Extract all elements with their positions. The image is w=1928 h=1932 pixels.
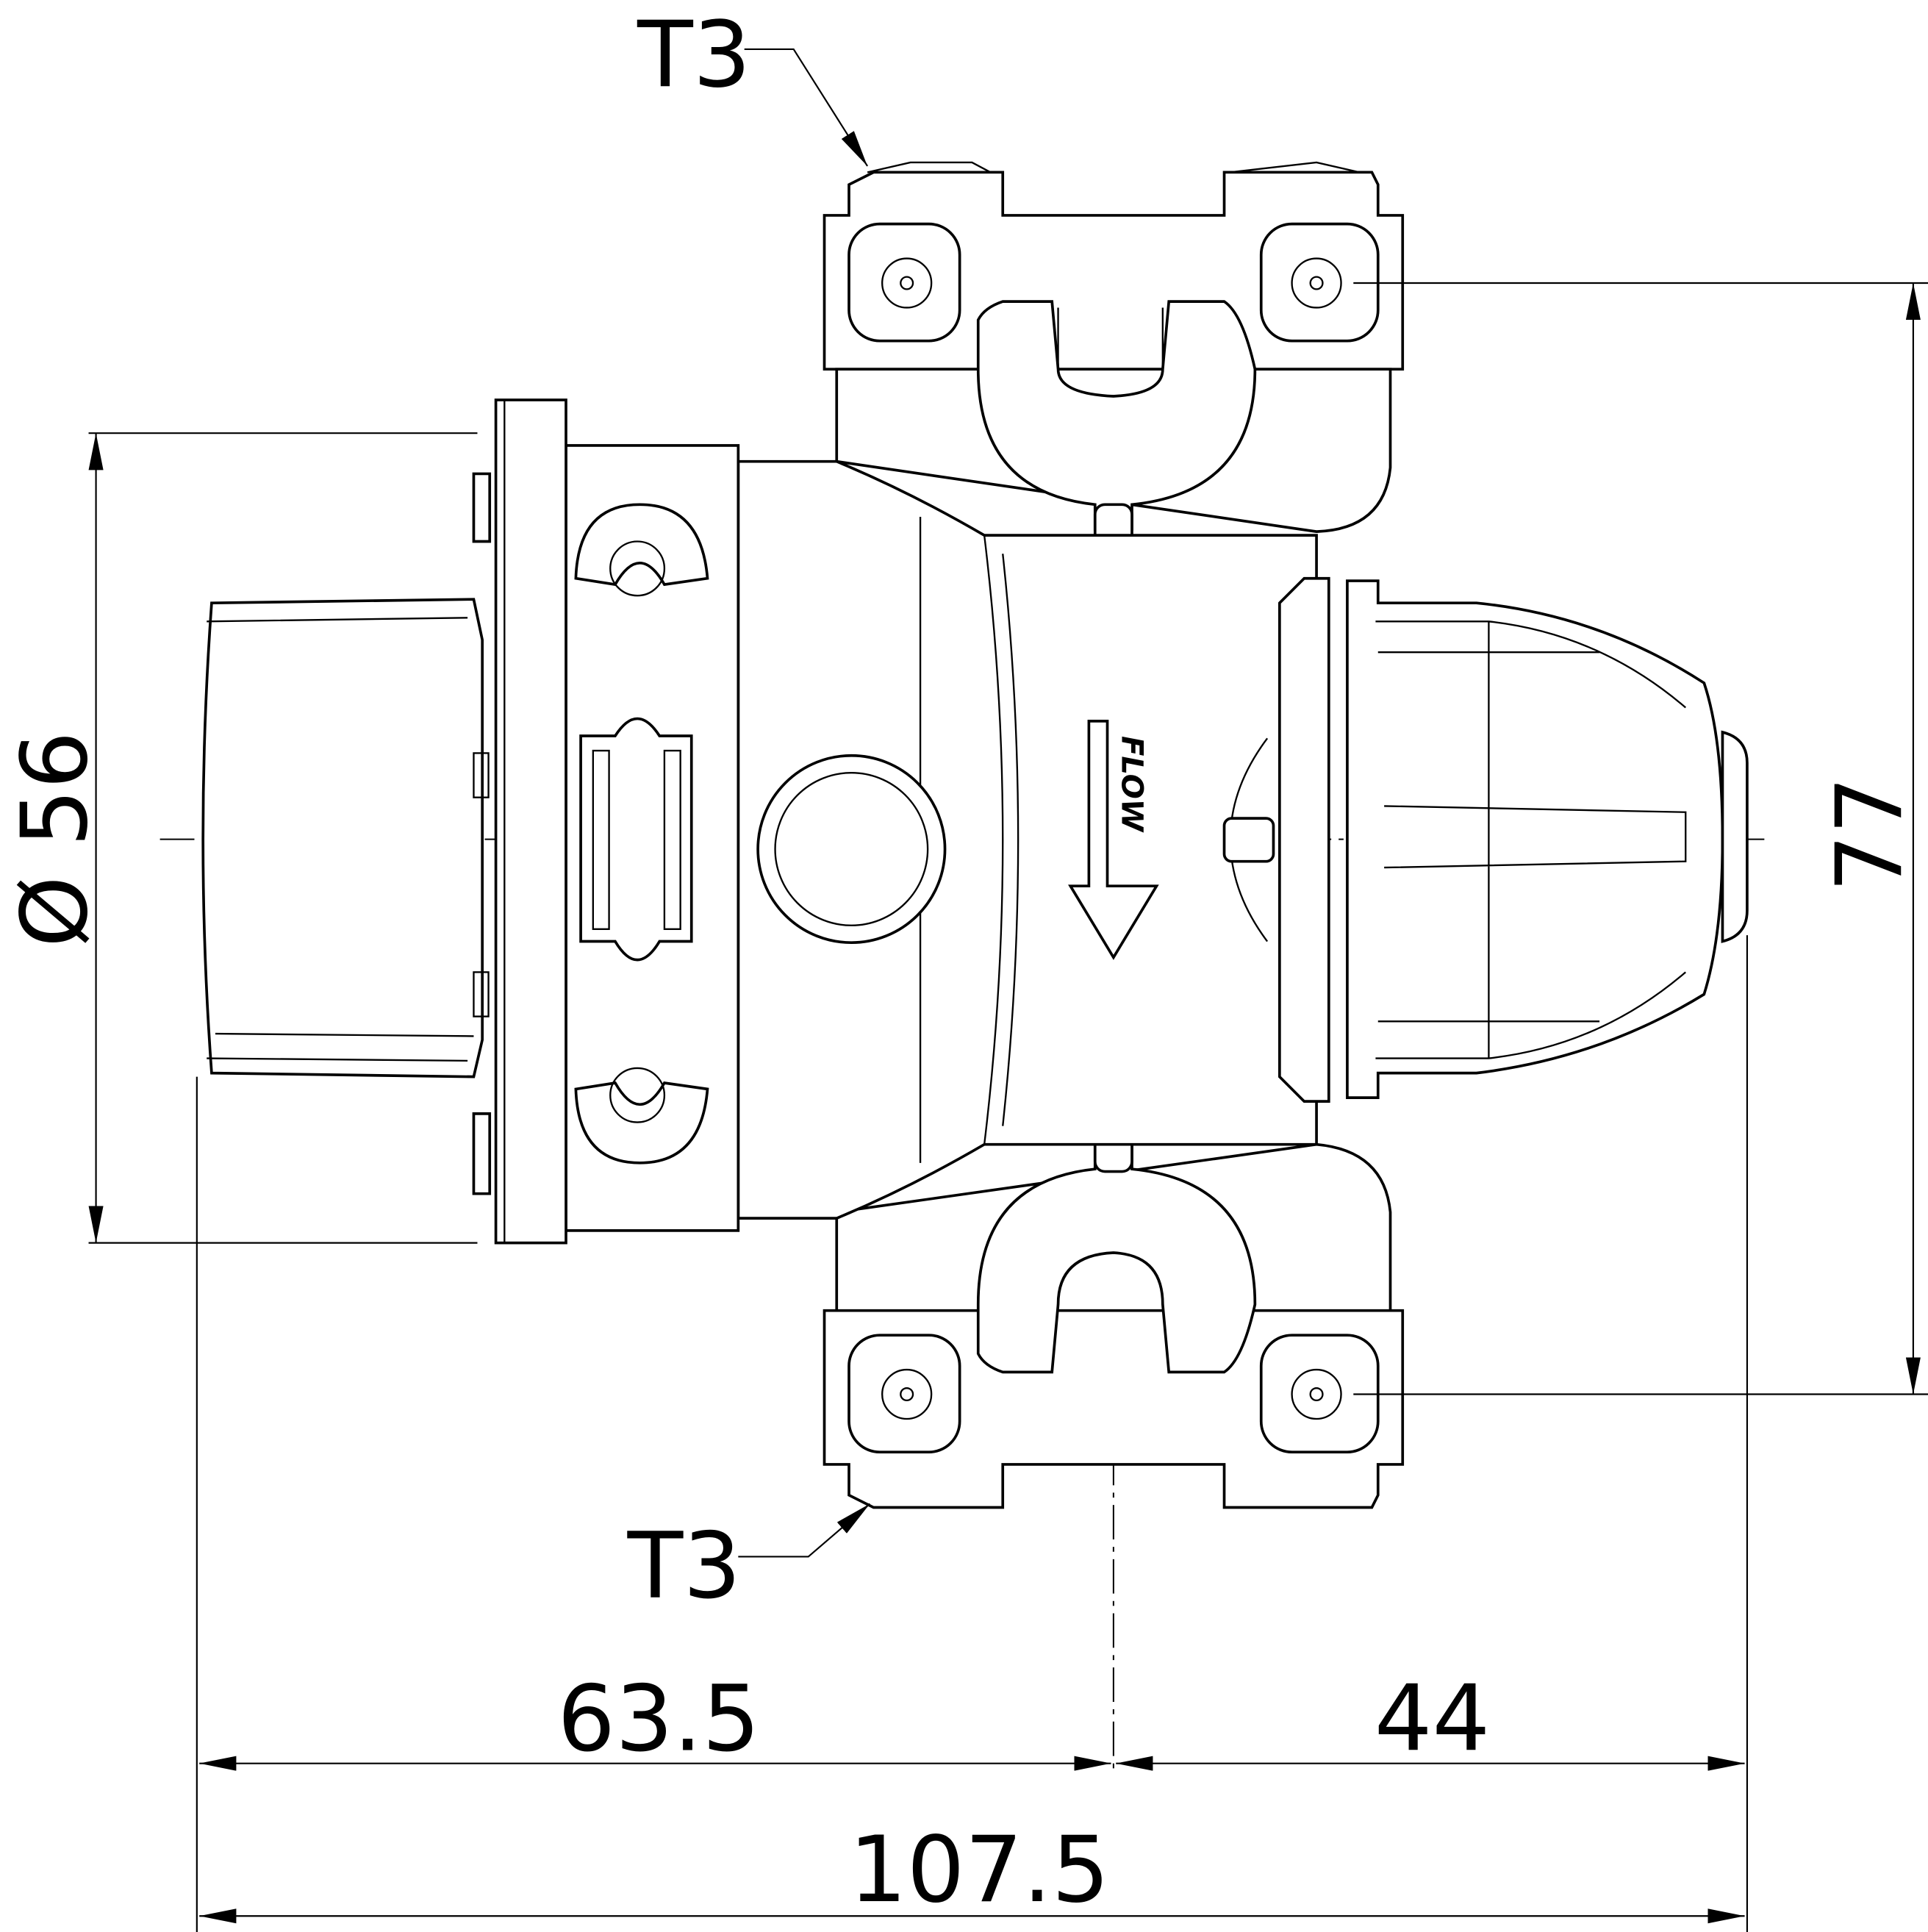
flow-arrow: FLOW (1068, 720, 1159, 960)
thread-callout-bottom: T3 (627, 1503, 871, 1620)
thread-label-bottom: T3 (627, 1514, 741, 1620)
hole-spacing-dimension: 77 (1353, 282, 1928, 1395)
top-mounting-bracket (823, 161, 1405, 605)
right-length-value: 44 (1375, 1666, 1491, 1772)
thread-label-top: T3 (637, 2, 750, 108)
left-actuator (201, 398, 740, 1245)
valve-body (737, 459, 1318, 1220)
right-connector-cap (1222, 576, 1749, 1103)
overall-length-value: 107.5 (849, 1817, 1110, 1923)
diameter-value: Ø 56 (2, 731, 108, 947)
diameter-dimension: Ø 56 (2, 432, 478, 1244)
bottom-mounting-bracket (823, 1071, 1405, 1509)
thread-callout-top: T3 (637, 2, 869, 167)
hole-spacing-value: 77 (1817, 776, 1923, 892)
flow-label: FLOW (1115, 736, 1149, 833)
length-dimensions: 63.5 44 107.5 (196, 935, 1749, 1932)
left-length-value: 63.5 (557, 1666, 760, 1772)
